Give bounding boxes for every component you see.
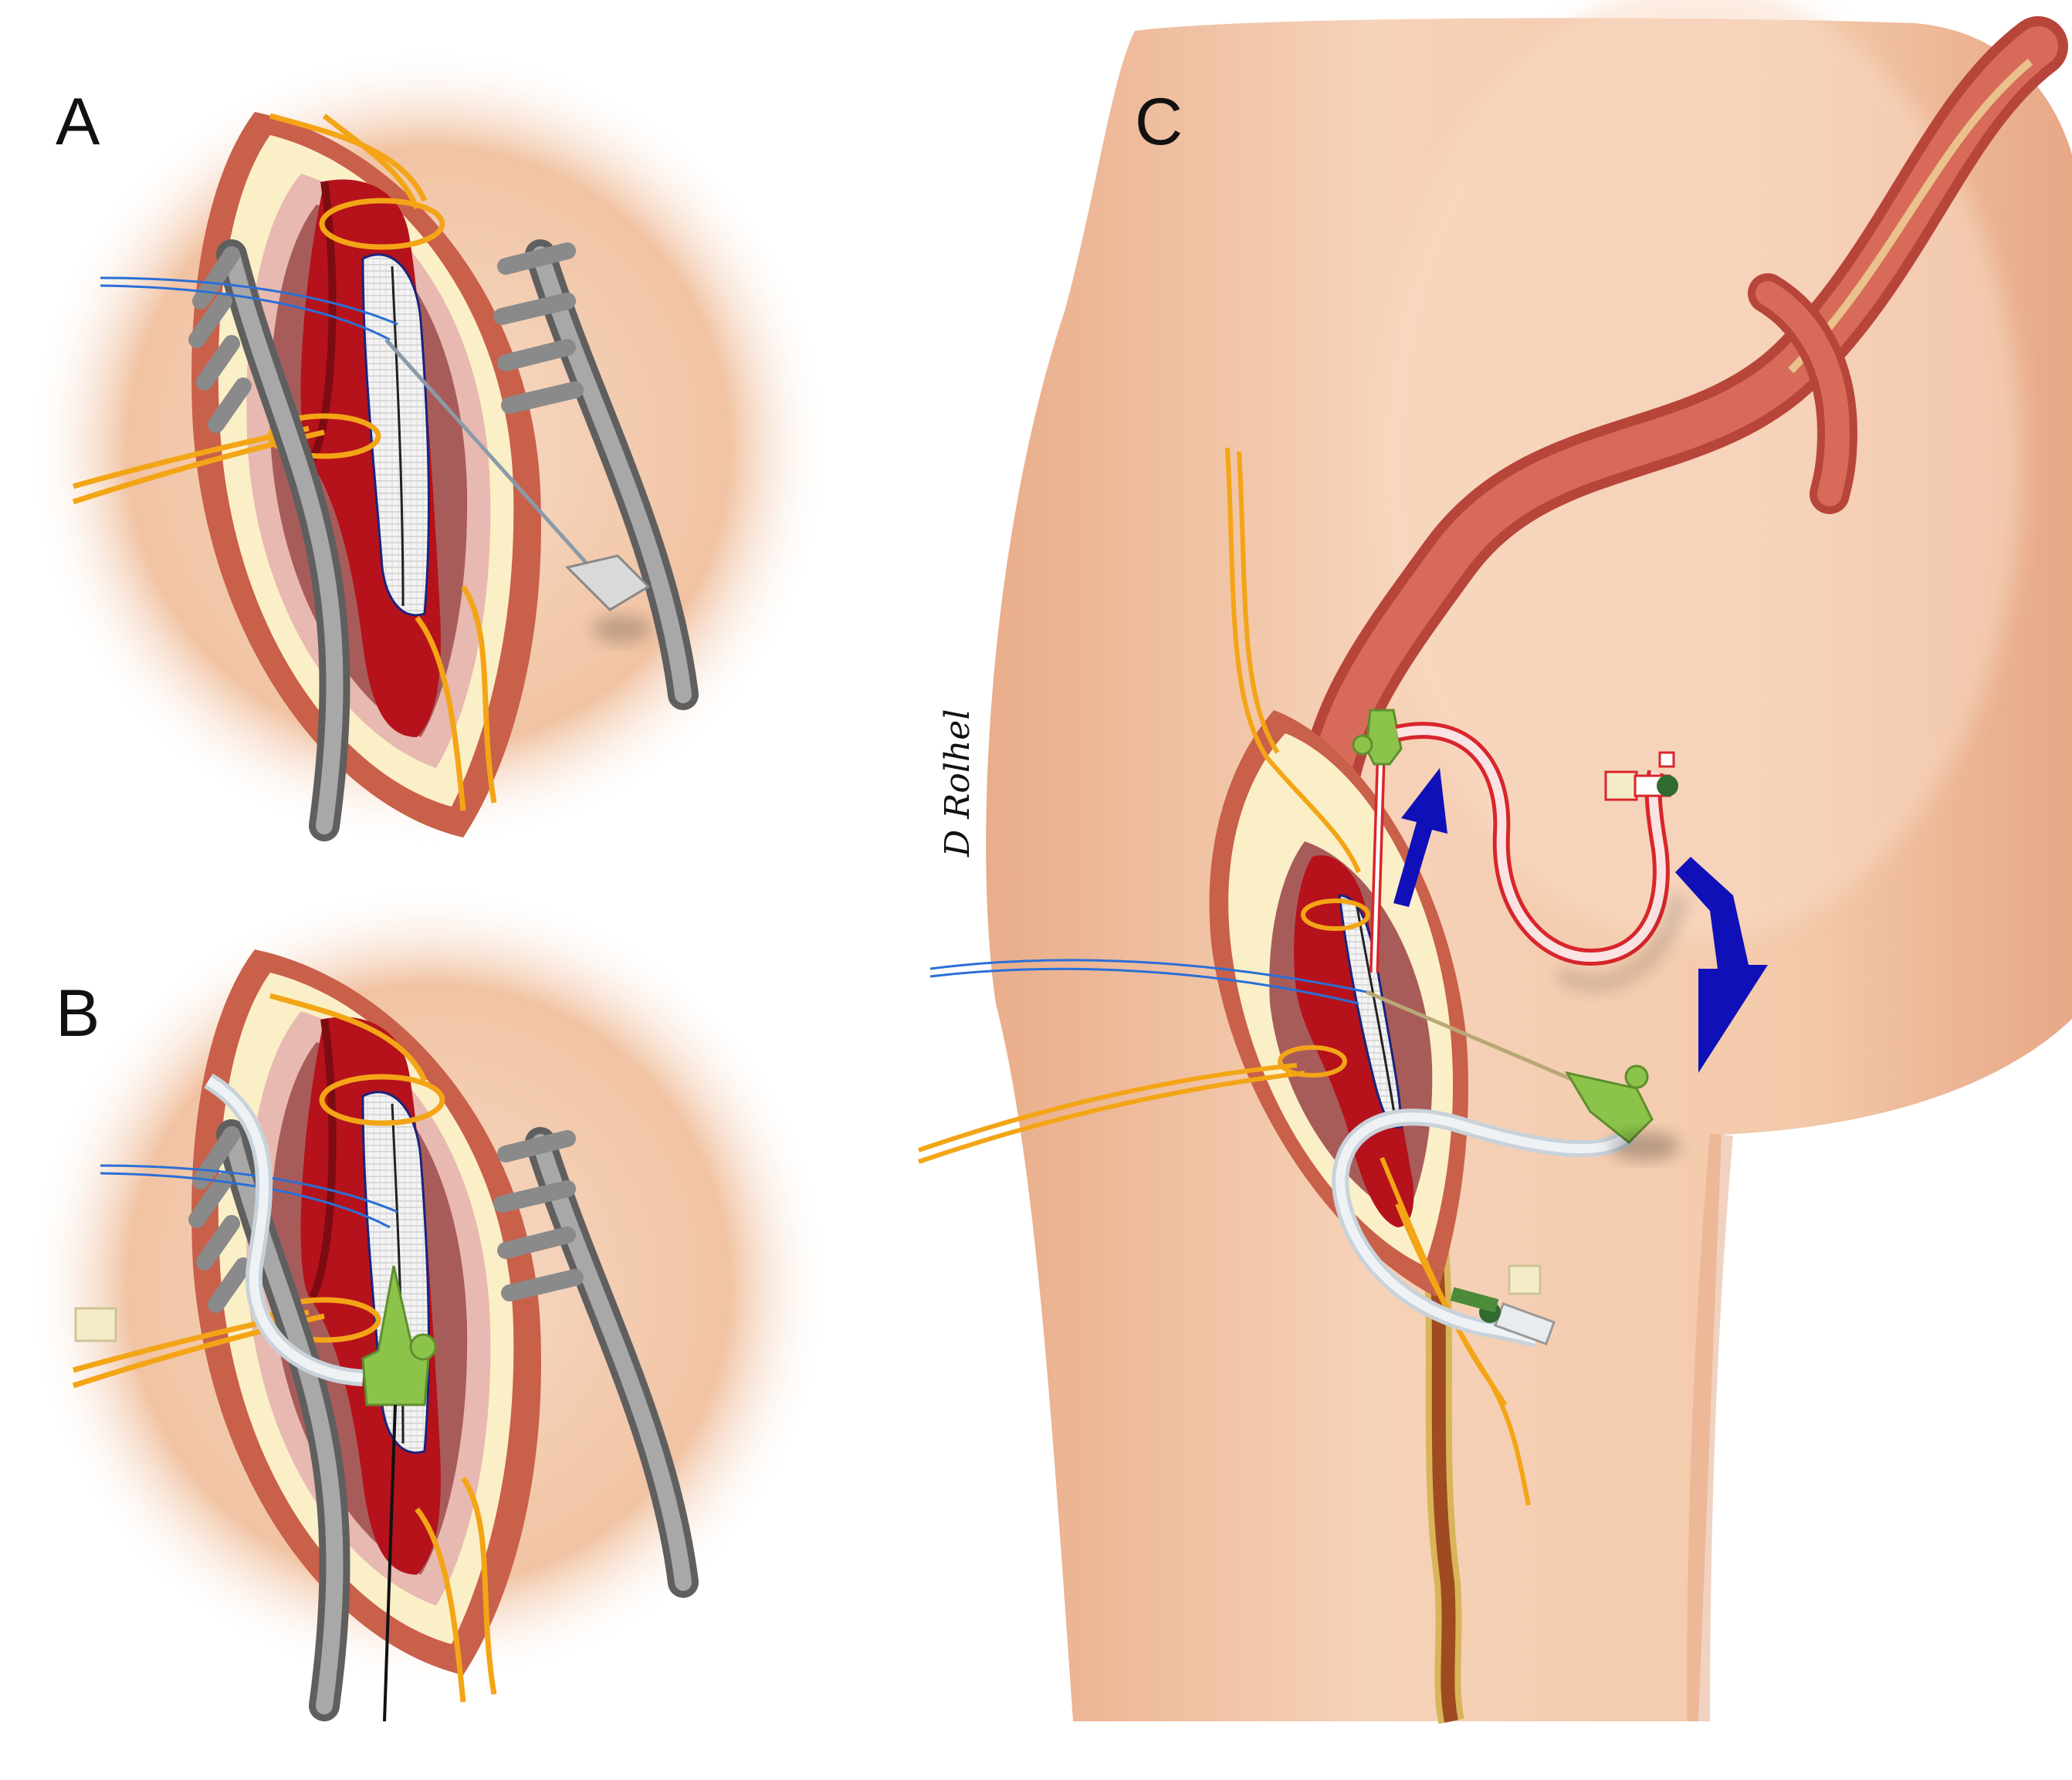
panel-c-arterial-cannula (1352, 709, 1403, 973)
panel-c-label: C (1135, 85, 1183, 159)
panel-c-sutures (929, 959, 1367, 1005)
panel-c-lower-stopcock (1450, 1264, 1556, 1345)
panel-a-needle (384, 338, 651, 643)
panel-a-vessel-loops (72, 113, 497, 811)
panel-a-right-retractor (493, 239, 699, 710)
panel-b-cap (74, 1307, 117, 1342)
panel-c-vessel-loops (918, 447, 1531, 1506)
panel-a-left-retractor (188, 239, 350, 841)
panel-c-flow-arrow-up (1393, 768, 1447, 907)
signature: D Rolhel (938, 709, 977, 858)
panel-c: D Rolhel C (918, 0, 2072, 1724)
panel-c-femoral-artery (1290, 16, 2068, 879)
svg-text:D Rolhel: D Rolhel (938, 709, 977, 858)
panel-a-sutures (100, 276, 398, 341)
panel-b-cannula (361, 1265, 437, 1722)
panel-c-upper-stopcock (1604, 751, 1678, 801)
panel-c-flow-arrow-down (1675, 857, 1768, 1073)
panel-a-label: A (56, 85, 100, 159)
panel-b-right-retractor (493, 1127, 699, 1598)
panel-b-label: B (56, 976, 100, 1051)
panel-c-distal-vessel (1423, 1249, 1464, 1724)
panel-c-distal-cannula (1366, 990, 1679, 1160)
panel-b: B (27, 884, 830, 1722)
panel-c-distal-cannula-tubing (1332, 1108, 1635, 1348)
panel-b-cannula-tubing (204, 1073, 364, 1386)
panel-c-circuit-tubing (1395, 722, 1687, 991)
panel-a: A (27, 46, 830, 849)
